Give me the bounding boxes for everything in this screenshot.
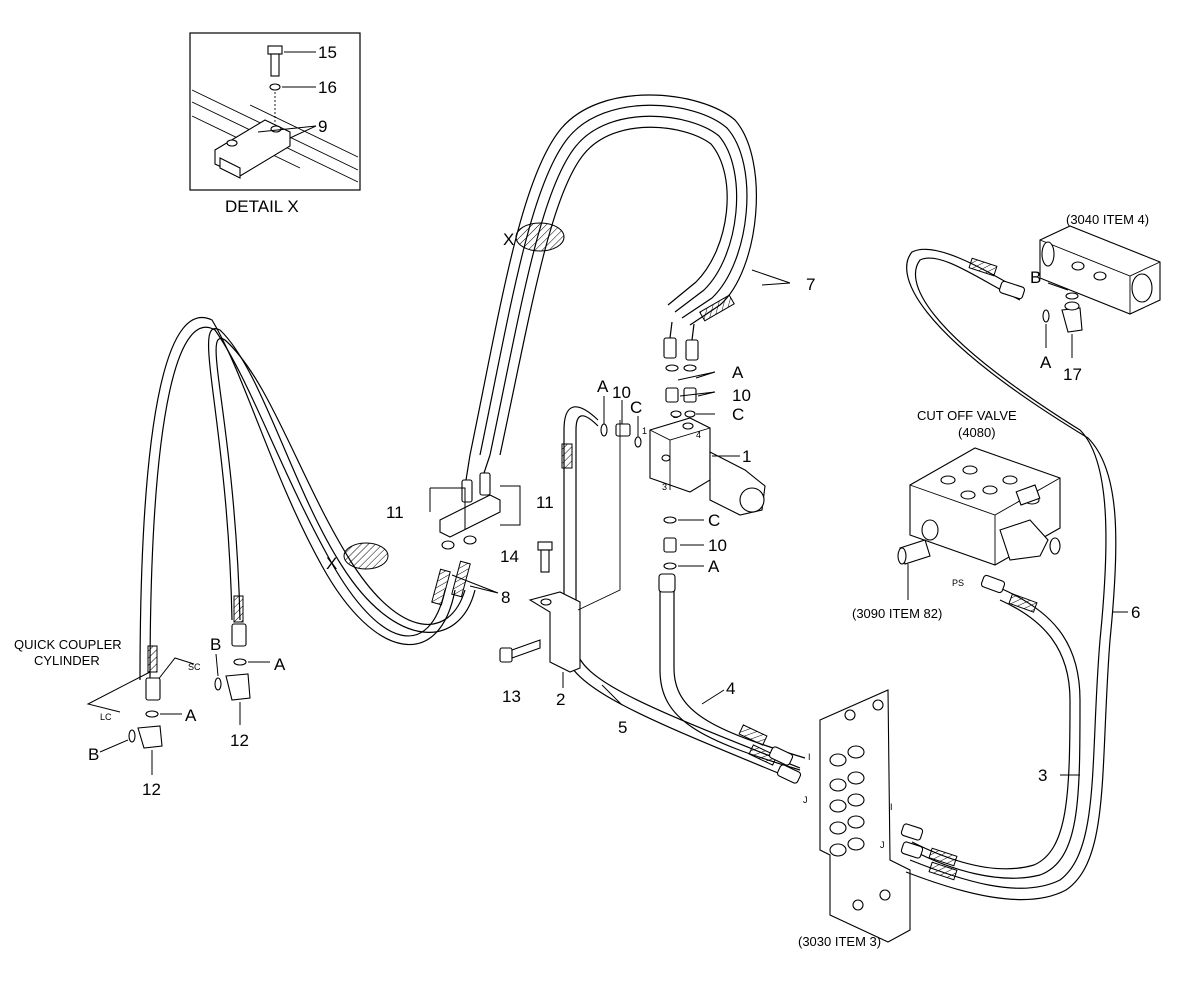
callout-10-side: 10 xyxy=(612,383,631,402)
washer-icon xyxy=(269,83,281,91)
valve-lower-fittings xyxy=(663,516,677,570)
callout-A-cyl-high: A xyxy=(274,655,286,674)
callout-4: 4 xyxy=(726,679,735,698)
cut-off-valve-fitting xyxy=(897,539,931,600)
cylinder-fittings xyxy=(128,623,251,749)
section-mark-lower xyxy=(343,542,389,570)
callout-10-valve-bottom: 10 xyxy=(708,536,727,555)
cut-off-valve-code: (4080) xyxy=(958,425,996,440)
callout-2: 2 xyxy=(556,690,565,709)
cylinder-label-line1: QUICK COUPLER xyxy=(14,637,122,652)
section-label-lower: X xyxy=(326,554,337,573)
callout-3: 3 xyxy=(1038,766,1047,785)
callout-10-valve-top: 10 xyxy=(732,386,751,405)
section-mark-upper xyxy=(515,222,565,252)
port-label-lc: LC xyxy=(100,712,112,722)
o-ring-b-top-icon xyxy=(1065,292,1079,300)
callout-B-top: B xyxy=(1030,268,1041,287)
hose-6 xyxy=(900,574,1081,881)
callout-A-side: A xyxy=(597,377,609,396)
hose-3 xyxy=(905,248,1117,901)
bracket-11 xyxy=(439,454,501,550)
cut-off-valve-title: CUT OFF VALVE xyxy=(917,408,1017,423)
bolt-14-icon xyxy=(537,541,553,573)
callout-C-valve-bottom: C xyxy=(708,511,720,530)
callout-6: 6 xyxy=(1131,603,1140,622)
valve-side-fittings xyxy=(600,423,642,448)
port-mark-3: 3 xyxy=(662,482,667,492)
port-mark-J-right: J xyxy=(880,840,885,850)
callout-13: 13 xyxy=(502,687,521,706)
callout-11-right: 11 xyxy=(536,493,554,512)
port-mark-1: 1 xyxy=(642,426,647,436)
callout-9: 9 xyxy=(318,117,327,136)
callout-12-high: 12 xyxy=(230,731,249,750)
section-label-upper: X xyxy=(503,230,514,249)
port-mark-I-left: I xyxy=(808,752,811,762)
callout-A-cyl-low: A xyxy=(185,706,197,725)
callout-A-valve-top: A xyxy=(732,363,744,382)
callout-A-valve-bottom: A xyxy=(708,557,720,576)
callout-11-left: 11 xyxy=(386,503,404,522)
callout-14: 14 xyxy=(500,547,519,566)
top-block-reference: (3040 ITEM 4) xyxy=(1066,212,1149,227)
bolt-icon xyxy=(267,45,283,77)
bracket-2 xyxy=(528,420,621,673)
manifold-plate xyxy=(819,689,911,943)
hoses-4-5-fittings xyxy=(738,724,802,784)
port-label-ps: PS xyxy=(952,578,964,588)
bolt-13-icon xyxy=(499,639,541,663)
detail-title: DETAIL X xyxy=(225,197,299,216)
hose-8 xyxy=(139,317,476,681)
callout-12-low: 12 xyxy=(142,780,161,799)
port-mark-J-left: J xyxy=(803,795,808,805)
cylinder-label-line2: CYLINDER xyxy=(34,653,100,668)
callout-C-valve-top: C xyxy=(732,405,744,424)
callout-C-side: C xyxy=(630,398,642,417)
port-label-sc: SC xyxy=(188,662,201,672)
valve-upper-fittings xyxy=(665,364,697,418)
callout-5: 5 xyxy=(618,718,627,737)
callout-1: 1 xyxy=(742,447,751,466)
o-ring-a-top-icon xyxy=(1042,309,1050,323)
manifold-reference: (3030 ITEM 3) xyxy=(798,934,881,949)
elbow-fitting-17-icon xyxy=(1061,301,1083,333)
hose-7-fittings xyxy=(663,321,699,361)
callout-B-cyl-low: B xyxy=(88,745,99,764)
cut-off-valve-block xyxy=(909,447,1061,566)
callout-17: 17 xyxy=(1063,365,1082,384)
manifold-ports xyxy=(829,745,865,857)
callout-16: 16 xyxy=(318,78,337,97)
top-block-3040 xyxy=(1039,225,1161,315)
callout-A-top: A xyxy=(1040,353,1052,372)
lower-fitting-reference: (3090 ITEM 82) xyxy=(852,606,942,621)
detail-x-panel: 15 16 9 DETAIL X xyxy=(189,32,361,216)
callout-8: 8 xyxy=(501,588,510,607)
port-mark-4: 4 xyxy=(696,430,701,440)
solenoid-valve-1 xyxy=(649,417,766,516)
callout-7: 7 xyxy=(806,275,815,294)
callout-B-cyl-high: B xyxy=(210,635,221,654)
hose-7 xyxy=(469,94,757,456)
callout-15: 15 xyxy=(318,43,337,62)
port-mark-I-right: I xyxy=(890,802,893,812)
